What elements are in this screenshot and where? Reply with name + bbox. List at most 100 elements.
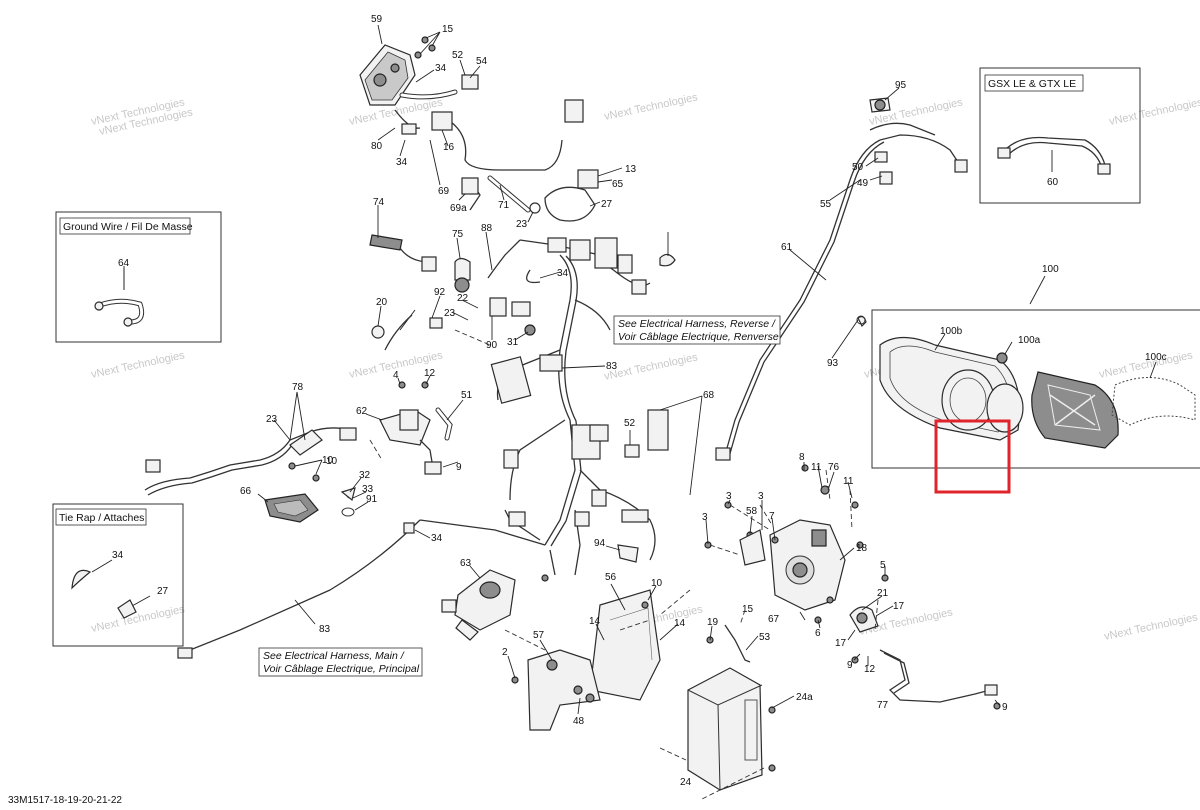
callout: 100c [1145, 352, 1167, 363]
callout: 55 [820, 199, 832, 210]
watermark-12: vNext Technologies [90, 603, 186, 635]
callout: 69 [438, 186, 450, 197]
callout: 23 [516, 219, 528, 230]
callout: 3 [758, 491, 764, 502]
callout: 69a [450, 203, 467, 214]
callout: 77 [877, 700, 889, 711]
callout: 60 [1047, 177, 1059, 188]
callout: 52 [452, 50, 464, 61]
callout: 33 [362, 484, 374, 495]
callout: 2 [502, 647, 508, 658]
watermark-9: vNext Technologies [603, 351, 699, 383]
callout: 27 [601, 199, 613, 210]
callout: 56 [605, 572, 617, 583]
note-main: See Electrical Harness, Main / Voir Câbl… [258, 647, 423, 677]
inset-ground-wire: Ground Wire / Fil De Masse [55, 211, 222, 343]
callout: 10 [322, 455, 334, 466]
callout: 34 [396, 157, 408, 168]
callout: 22 [457, 293, 469, 304]
callout: 34 [557, 268, 569, 279]
callout: 83 [606, 361, 618, 372]
callout: 17 [893, 601, 905, 612]
tie-rap-title: Tie Rap / Attaches [59, 512, 144, 524]
gsx-title: GSX LE & GTX LE [988, 78, 1076, 90]
callout: 78 [292, 382, 304, 393]
callout: 88 [481, 223, 493, 234]
callout: 63 [460, 558, 472, 569]
callout: 24a [796, 692, 813, 703]
leader-lines [123, 24, 1157, 715]
callout: 92 [434, 287, 446, 298]
callout: 61 [781, 242, 793, 253]
callout: 51 [461, 390, 473, 401]
callout: 34 [435, 63, 447, 74]
note-reverse-line1: See Electrical Harness, Reverse / [618, 318, 776, 330]
note-reverse: See Electrical Harness, Reverse / Voir C… [613, 315, 781, 345]
callout: 24 [680, 777, 692, 788]
callout: 9 [847, 660, 853, 671]
cluster-box [871, 309, 1200, 469]
left-harness [144, 234, 471, 659]
callout: 8 [799, 452, 805, 463]
watermark-15: vNext Technologies [1103, 611, 1199, 643]
callout: 57 [533, 630, 545, 641]
callout: 14 [674, 618, 686, 629]
callout: 93 [827, 358, 839, 369]
callout: 7 [769, 511, 775, 522]
callout: 74 [373, 197, 385, 208]
callout: 10 [651, 578, 663, 589]
callout: 66 [240, 486, 252, 497]
callout: 34 [431, 533, 443, 544]
callout: 11 [811, 462, 822, 473]
harness-61 [715, 97, 968, 461]
inset-tie-rap: Tie Rap / Attaches [52, 503, 184, 647]
callout: 76 [828, 462, 840, 473]
callout: 32 [359, 470, 371, 481]
callout: 83 [319, 624, 331, 635]
callout: 94 [594, 538, 606, 549]
watermark-7: vNext Technologies [90, 349, 186, 381]
lower-assemblies [441, 464, 1001, 801]
callout: 49 [857, 178, 869, 189]
callout: 11 [843, 476, 854, 487]
callout: 68 [703, 390, 715, 401]
callout: 100a [1018, 335, 1041, 346]
callout: 13 [625, 164, 637, 175]
note-main-line1: See Electrical Harness, Main / [263, 650, 405, 662]
note-main-line2: Voir Câblage Electrique, Principal [263, 663, 420, 675]
callout: 21 [877, 588, 889, 599]
callout: 65 [612, 179, 624, 190]
callout: 17 [835, 638, 847, 649]
callout: 34 [112, 550, 124, 561]
callout: 90 [486, 340, 498, 351]
dashed-references [369, 329, 879, 631]
callout: 59 [371, 14, 383, 25]
note-reverse-line2: Voir Câblage Electrique, Renverse [618, 331, 779, 343]
main-harness [419, 237, 676, 576]
callout: 3 [726, 491, 732, 502]
callout: 9 [1002, 702, 1008, 713]
callout: 53 [759, 632, 771, 643]
callout: 6 [815, 628, 821, 639]
callout: 5 [880, 560, 886, 571]
document-code: 33M1517-18-19-20-21-22 [8, 795, 122, 806]
callout: 23 [444, 308, 456, 319]
callout: 4 [393, 370, 399, 381]
callout: 62 [356, 406, 368, 417]
callout: 14 [589, 616, 601, 627]
callout: 91 [366, 494, 378, 505]
callout: 31 [507, 337, 519, 348]
callout: 19 [707, 617, 719, 628]
callout: 20 [376, 297, 388, 308]
callout: 48 [573, 716, 585, 727]
callout: 9 [456, 462, 462, 473]
callout: 3 [702, 512, 708, 523]
callout: 18 [856, 543, 868, 554]
callout: 12 [864, 664, 876, 675]
callout: 27 [157, 586, 169, 597]
watermark-6: vNext Technologies [1108, 96, 1200, 128]
callout: 58 [746, 506, 758, 517]
watermarks: vNext Technologies vNext Technologies vN… [90, 91, 1200, 643]
callout: 52 [624, 418, 636, 429]
